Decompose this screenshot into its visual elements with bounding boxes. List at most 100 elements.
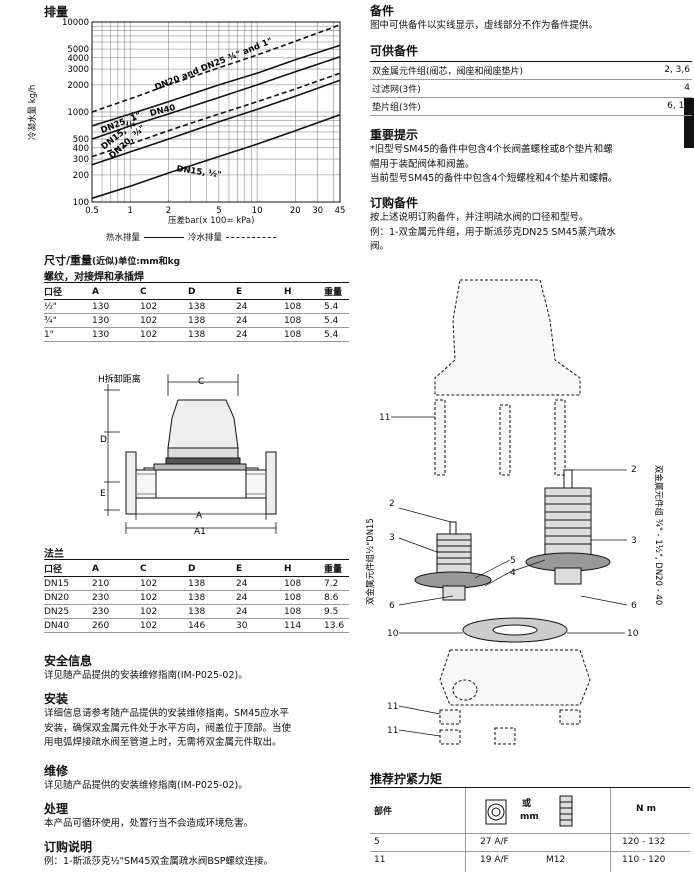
flow-xlabel: 压差bar(x 100= kPa) [168, 216, 255, 226]
y-tick-label: 5000 [67, 45, 89, 55]
callout-10-left: 10 [387, 629, 399, 639]
y-tick-label: 400 [73, 144, 89, 154]
table-cell: 24 [236, 299, 284, 314]
spares-order-section: 订购备件 按上述说明订购备件，并注明疏水阀的口径和型号。 例：1-双金属元件组，… [370, 194, 694, 255]
table-cell: 108 [284, 299, 324, 314]
spares-part: 垫片组(3件) [370, 97, 641, 116]
table-cell: 102 [140, 327, 188, 342]
x-tick-label: 20 [290, 206, 301, 216]
torque-row: 5 27 A/F 120 - 132 [370, 836, 690, 852]
dim-a-label: A [196, 511, 203, 521]
trap-dimension-diagram: H拆卸距离 C D E A A1 [98, 373, 277, 537]
table-header: 重量 [324, 565, 343, 575]
series-line-5 [91, 114, 341, 200]
y-tick-label: 2000 [67, 81, 89, 91]
spares-ref: 6, 10 [640, 97, 692, 116]
dim-h-label: H拆卸距离 [98, 373, 141, 385]
spares-part: 双金属元件组(阀芯，阀座和阀座垫片) [370, 61, 641, 80]
exploded-view-diagram: 11 2 2 3 3 5 4 6 6 10 10 11 11 双金属元件组½"D… [365, 279, 664, 745]
right-element-group-label: 双金属元件组 ¾" - 1½", DN20 - 40 [653, 465, 664, 605]
curve-label: DN40 [149, 103, 177, 119]
table-header: D [188, 286, 196, 297]
table-header: A [92, 563, 99, 574]
flange-title: 法兰 [44, 549, 64, 560]
table-header: A [92, 286, 99, 297]
important-section: 重要提示 *旧型号SM45的备件中包含4个长阀盖螺栓或8个垫片和螺 帽用于装配阀… [370, 126, 694, 187]
important-title: 重要提示 [370, 128, 419, 142]
dims-title: 尺寸/重量(近似)单位:mm和kg [44, 254, 181, 267]
y-tick-label: 200 [73, 171, 89, 181]
table-cell: 24 [236, 604, 284, 619]
spares-row: 垫片组(3件)6, 10 [370, 97, 692, 116]
spares-part: 过滤网(3件) [370, 79, 641, 98]
callout-5: 5 [510, 556, 516, 566]
table-cell: ¾" [44, 313, 92, 328]
table-cell: 24 [236, 313, 284, 328]
table-cell: 260 [92, 618, 140, 633]
spares-available-title: 可供备件 [370, 43, 419, 58]
dim-a1-label: A1 [194, 527, 206, 537]
table-header: E [236, 286, 243, 297]
table-cell: 13.6 [324, 618, 349, 633]
table-cell: DN40 [44, 618, 92, 633]
series-line-0 [91, 24, 341, 113]
dim-e-label: E [100, 489, 106, 499]
table-cell: 102 [140, 618, 188, 633]
y-tick-label: 1000 [67, 108, 89, 118]
table-cell: 5.4 [324, 313, 349, 328]
table-cell: 9.5 [324, 604, 349, 619]
callout-6-left: 6 [389, 601, 395, 611]
dim-d-label: D [100, 435, 107, 445]
series-line-3 [91, 72, 341, 158]
flow-legend: 热水排量 冷水排量 [106, 231, 277, 243]
legend-hot-label: 热水排量 [106, 233, 141, 243]
install-section: 安装 详细信息请参考随产品提供的安装维修指南。SM45应水平 安装，确保双金属元… [44, 690, 354, 751]
spares-title: 备件 [370, 4, 395, 18]
torque-table: 部件 或 mm N m 5 27 A/F 120 - 132 11 19 A/F… [370, 787, 690, 872]
table-cell: 108 [284, 327, 324, 342]
spares-ref: 2, 3,6 [640, 61, 692, 80]
hex-nut-icon [485, 799, 507, 825]
page-tab-marker [684, 98, 694, 148]
callout-11-lower-a: 11 [387, 702, 398, 712]
callout-2-right: 2 [631, 465, 637, 475]
left-element-group-label: 双金属元件组½"DN15 [365, 518, 376, 605]
install-title: 安装 [44, 692, 69, 706]
table-header: C [140, 563, 147, 574]
callout-3-right: 3 [631, 536, 637, 546]
series-line-4 [91, 79, 341, 166]
table-cell: 130 [92, 327, 140, 342]
maint-section: 维修 详见随产品提供的安装维修指南(IM-P025-02)。 [44, 762, 354, 794]
table-cell: 102 [140, 299, 188, 314]
table-cell: 102 [140, 576, 188, 591]
table-cell: 138 [188, 327, 236, 342]
table-cell: 138 [188, 313, 236, 328]
table-cell: 24 [236, 576, 284, 591]
x-tick-label: 45 [335, 206, 346, 216]
table-header: H [284, 563, 292, 574]
torque-col-nm: N m [636, 804, 657, 814]
table-cell: 5.4 [324, 327, 349, 342]
table-header: 重量 [324, 288, 343, 298]
table-cell: 130 [92, 313, 140, 328]
table-cell: 114 [284, 618, 324, 633]
safety-text: 详见随产品提供的安装维修指南(IM-P025-02)。 [44, 670, 248, 681]
torque-col-part: 部件 [374, 807, 393, 817]
table-cell: 24 [236, 590, 284, 605]
order-title: 订购说明 [44, 840, 93, 854]
x-tick-label: 5 [216, 206, 221, 216]
torque-row: 11 19 A/F M12 110 - 120 [374, 855, 666, 865]
legend-cold-label: 冷水排量 [188, 233, 223, 243]
table-cell: 230 [92, 590, 140, 605]
table-cell: DN25 [44, 604, 92, 619]
table-cell: 230 [92, 604, 140, 619]
disposal-section: 处理 本产品可循环使用，处置行当不会造成环境危害。 [44, 800, 354, 832]
